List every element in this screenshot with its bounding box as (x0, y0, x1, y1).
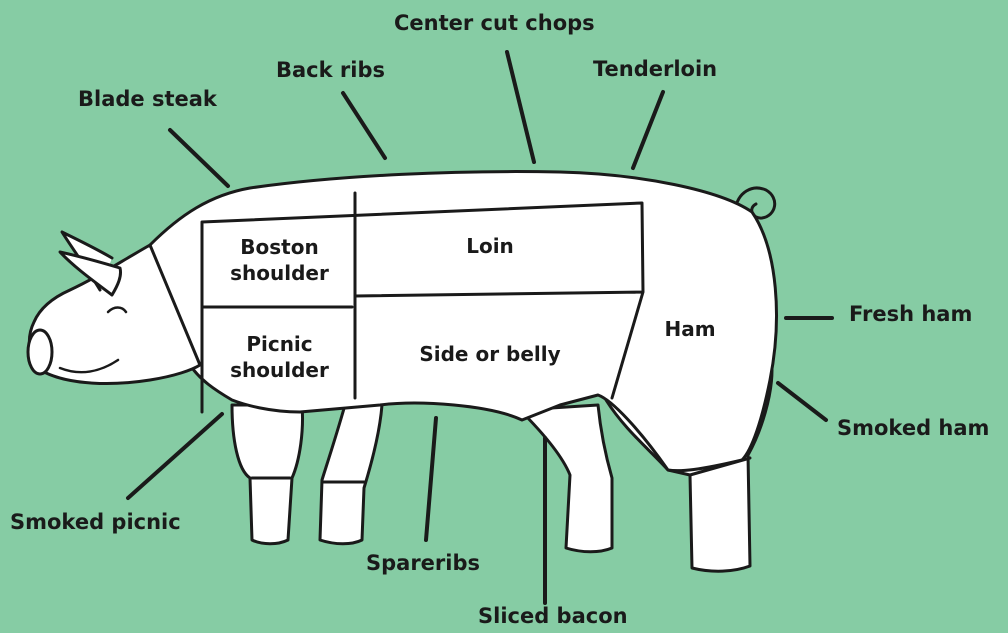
callout-smoked-ham: Smoked ham (837, 418, 989, 439)
front-leg-right (320, 405, 382, 544)
leader-center-cut-chops (507, 52, 534, 162)
callout-spareribs: Spareribs (366, 553, 480, 574)
leader-smoked-ham (778, 383, 826, 420)
callout-smoked-picnic: Smoked picnic (10, 512, 181, 533)
leader-spareribs (426, 418, 436, 540)
loin-label: Loin (420, 233, 560, 259)
callout-sliced-bacon: Sliced bacon (478, 606, 628, 627)
callout-center-cut-chops: Center cut chops (394, 13, 595, 34)
callout-back-ribs: Back ribs (276, 60, 385, 81)
front-leg-left (232, 405, 303, 544)
ham-label: Ham (650, 316, 730, 342)
side-or-belly-label: Side or belly (390, 341, 590, 367)
picnic-shoulder-line-2: shoulder (212, 357, 347, 383)
leader-tenderloin (633, 92, 663, 168)
leader-blade-steak (170, 130, 228, 186)
callout-fresh-ham: Fresh ham (849, 304, 972, 325)
leader-smoked-picnic (128, 414, 222, 498)
pig-snout (28, 330, 52, 374)
picnic-shoulder-line-1: Picnic (212, 331, 347, 357)
picnic-shoulder-label: Picnic shoulder (212, 331, 347, 383)
boston-shoulder-line-2: shoulder (212, 260, 347, 286)
leader-back-ribs (343, 93, 385, 158)
callout-blade-steak: Blade steak (78, 89, 217, 110)
hind-leg-left (520, 405, 612, 552)
boston-shoulder-line-1: Boston (212, 234, 347, 260)
boston-shoulder-label: Boston shoulder (212, 234, 347, 286)
callout-tenderloin: Tenderloin (593, 59, 717, 80)
